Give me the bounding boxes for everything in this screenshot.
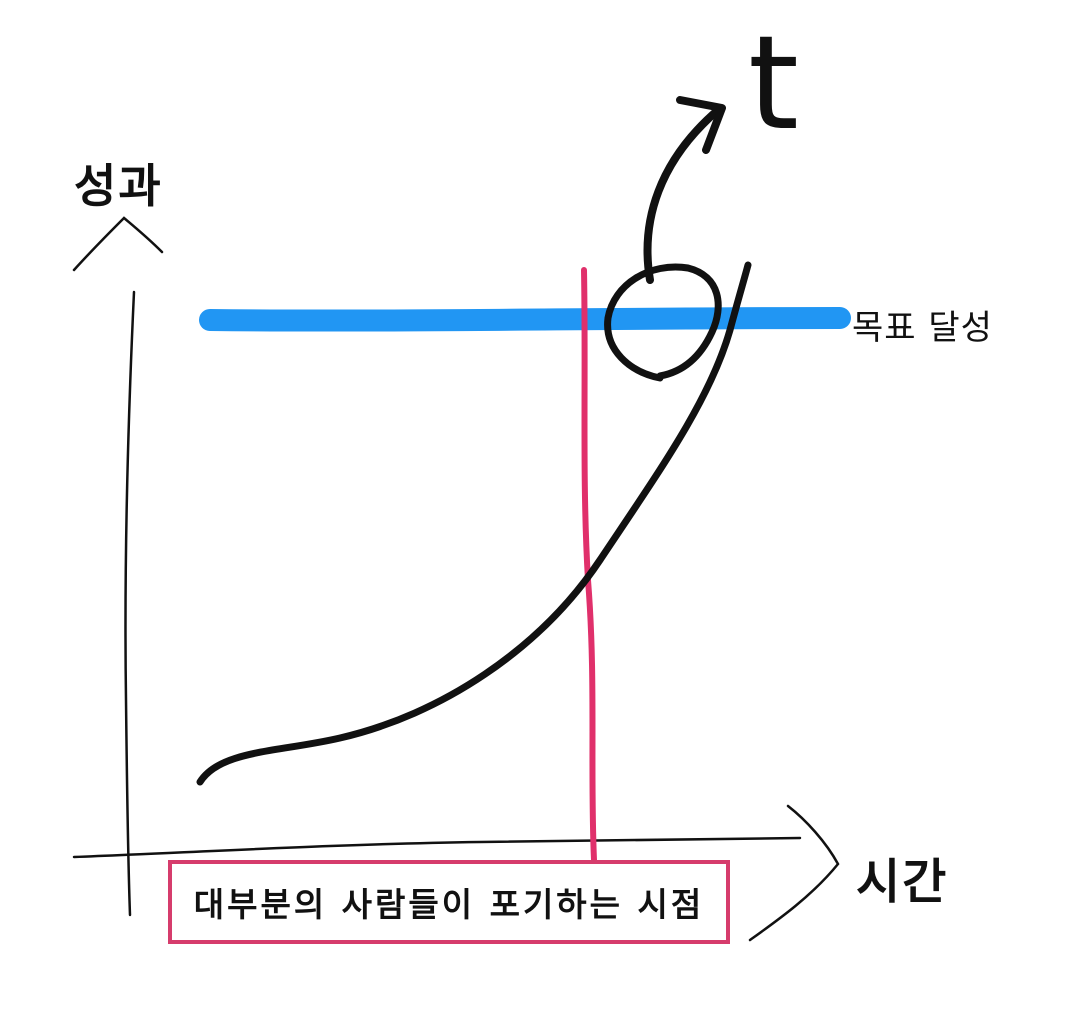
goal-line bbox=[199, 307, 851, 332]
breakthrough-arrow bbox=[643, 106, 722, 284]
goal-line-label: 목표 달성 bbox=[852, 308, 993, 348]
y-axis-arrowhead bbox=[72, 216, 164, 272]
y-axis-line bbox=[124, 290, 136, 917]
breakthrough-arrowhead bbox=[676, 96, 726, 154]
performance-curve bbox=[196, 261, 752, 786]
x-axis-arrowhead bbox=[748, 804, 840, 942]
breakthrough-circle bbox=[604, 263, 722, 382]
give-up-callout: 대부분의 사람들이 포기하는 시점 bbox=[168, 860, 730, 944]
give-up-callout-label: 대부분의 사람들이 포기하는 시점 bbox=[193, 885, 705, 924]
breakthrough-symbol: t bbox=[748, 7, 799, 159]
x-axis-line bbox=[72, 836, 802, 859]
x-axis-label: 시간 bbox=[856, 854, 949, 910]
y-axis-label: 성과 bbox=[74, 159, 163, 213]
